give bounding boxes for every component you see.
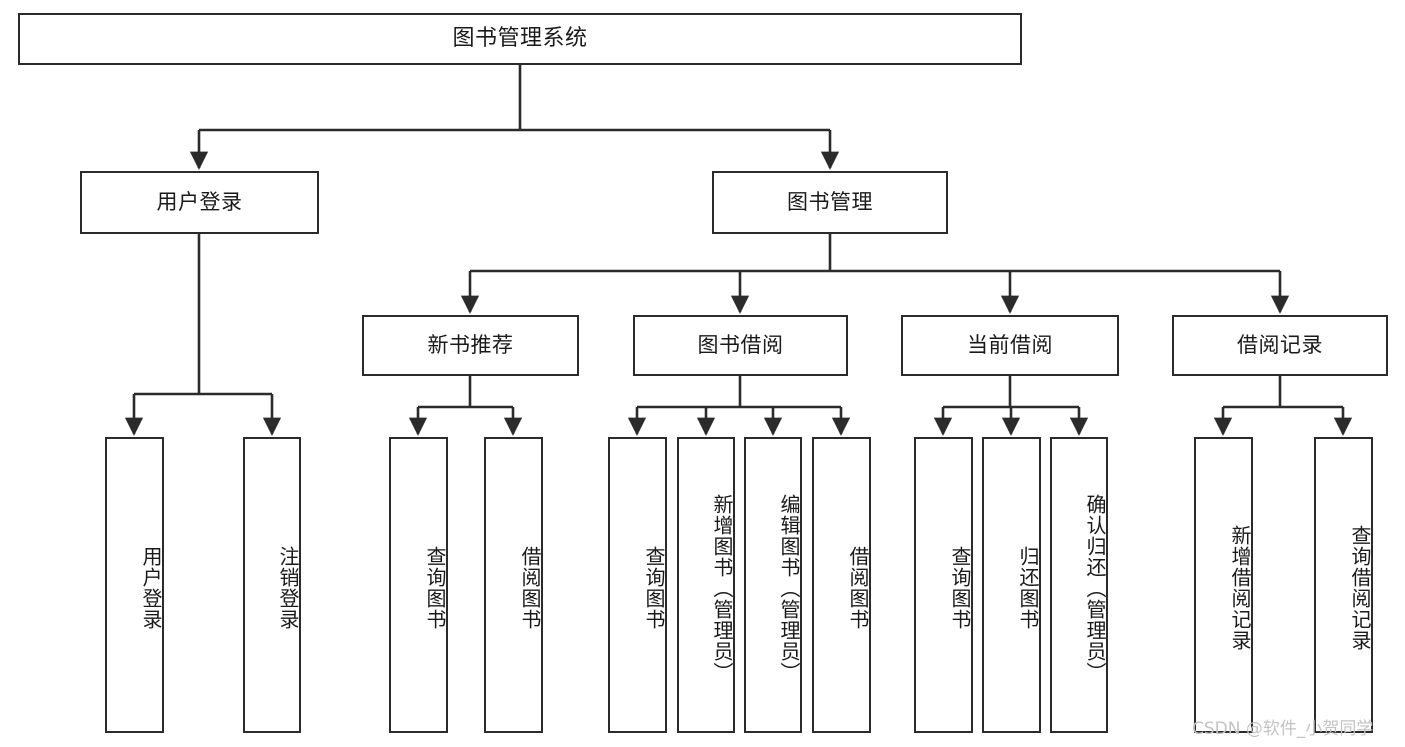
leaf-logout[interactable]: 注销登录	[243, 437, 301, 733]
leaf-return-book-label: 归还图书	[1016, 546, 1040, 630]
leaf-query-book-1-label: 查询图书	[423, 546, 447, 630]
leaf-confirm-return[interactable]: 确认归还（管理员）	[1050, 437, 1108, 733]
node-book-borrow-label: 图书借阅	[697, 333, 784, 358]
leaf-borrow-book-2-label: 借阅图书	[846, 546, 870, 630]
node-current-borrow[interactable]: 当前借阅	[901, 315, 1119, 376]
leaf-add-record-label: 新增借阅记录	[1228, 525, 1252, 651]
leaf-logout-label: 注销登录	[276, 546, 300, 630]
node-root-label: 图书管理系统	[452, 26, 588, 52]
node-borrow-record[interactable]: 借阅记录	[1172, 315, 1388, 376]
leaf-user-login[interactable]: 用户登录	[105, 437, 164, 733]
leaf-add-book-label: 新增图书（管理员）	[710, 493, 734, 683]
node-borrow-record-label: 借阅记录	[1237, 333, 1323, 358]
leaf-user-login-label: 用户登录	[139, 546, 163, 630]
leaf-borrow-book-2[interactable]: 借阅图书	[812, 437, 871, 733]
node-book-manage[interactable]: 图书管理	[712, 171, 948, 234]
leaf-confirm-return-label: 确认归还（管理员）	[1083, 493, 1107, 683]
node-new-book-recommend[interactable]: 新书推荐	[362, 315, 579, 376]
leaf-query-book-3[interactable]: 查询图书	[914, 437, 973, 733]
leaf-add-record[interactable]: 新增借阅记录	[1194, 437, 1253, 733]
leaf-return-book[interactable]: 归还图书	[982, 437, 1041, 733]
node-user-login[interactable]: 用户登录	[80, 171, 319, 234]
leaf-add-book[interactable]: 新增图书（管理员）	[677, 437, 735, 733]
leaf-query-book-2-label: 查询图书	[642, 546, 666, 630]
node-new-book-recommend-label: 新书推荐	[427, 333, 514, 358]
watermark: CSDN @软件_小贺同学	[1192, 719, 1374, 739]
node-book-borrow[interactable]: 图书借阅	[633, 315, 848, 376]
node-user-login-label: 用户登录	[156, 190, 243, 215]
node-current-borrow-label: 当前借阅	[967, 333, 1053, 358]
leaf-edit-book-label: 编辑图书（管理员）	[777, 493, 801, 683]
leaf-borrow-book-1-label: 借阅图书	[518, 546, 542, 630]
node-book-manage-label: 图书管理	[787, 190, 873, 215]
leaf-query-book-3-label: 查询图书	[948, 546, 972, 630]
leaf-query-book-1[interactable]: 查询图书	[389, 437, 448, 733]
leaf-edit-book[interactable]: 编辑图书（管理员）	[744, 437, 802, 733]
leaf-borrow-book-1[interactable]: 借阅图书	[484, 437, 543, 733]
leaf-query-record[interactable]: 查询借阅记录	[1314, 437, 1373, 733]
leaf-query-record-label: 查询借阅记录	[1348, 525, 1372, 651]
node-root[interactable]: 图书管理系统	[18, 13, 1022, 65]
leaf-query-book-2[interactable]: 查询图书	[608, 437, 667, 733]
